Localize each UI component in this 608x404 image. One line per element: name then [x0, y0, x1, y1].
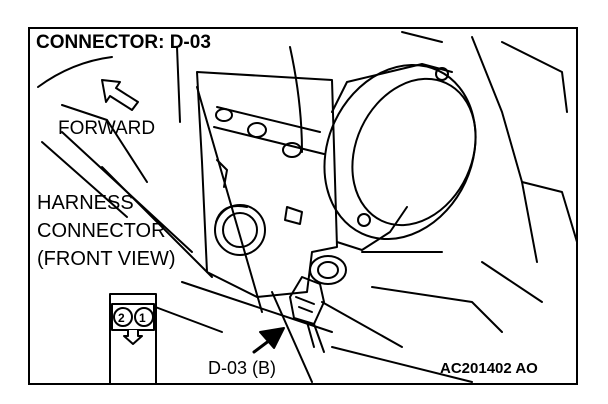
harness-connector-label: HARNESS CONNECTOR (FRONT VIEW) [37, 189, 176, 273]
harness-label-line-1: HARNESS [37, 192, 134, 214]
pin-1 [134, 307, 154, 327]
connector-pin-diagram [109, 293, 157, 383]
round-housing [323, 63, 477, 251]
harness-label-line-2: CONNECTOR [37, 220, 166, 242]
connector-pointer-arrow [252, 327, 285, 354]
knob [214, 204, 266, 256]
pin-1-label: 1 [139, 311, 146, 325]
forward-arrow-icon [61, 79, 148, 183]
pin-2-label: 2 [118, 311, 125, 325]
engine-illustration: 2 1 [37, 31, 576, 383]
bracket-plate [196, 71, 338, 298]
diagram-frame: 2 1 CONNECTOR: D-03 FORWARD HARNESS CONN… [28, 27, 578, 385]
harness-connector [289, 255, 347, 353]
diagram-title: CONNECTOR: D-03 [36, 32, 211, 53]
forward-label: FORWARD [58, 118, 156, 139]
pin-2 [113, 307, 133, 327]
body-outline-lines [37, 31, 576, 383]
connector-reference: D-03 (B) [208, 358, 277, 378]
figure-code: AC201402 AO [440, 360, 538, 377]
harness-label-line-3: (FRONT VIEW) [37, 248, 176, 270]
